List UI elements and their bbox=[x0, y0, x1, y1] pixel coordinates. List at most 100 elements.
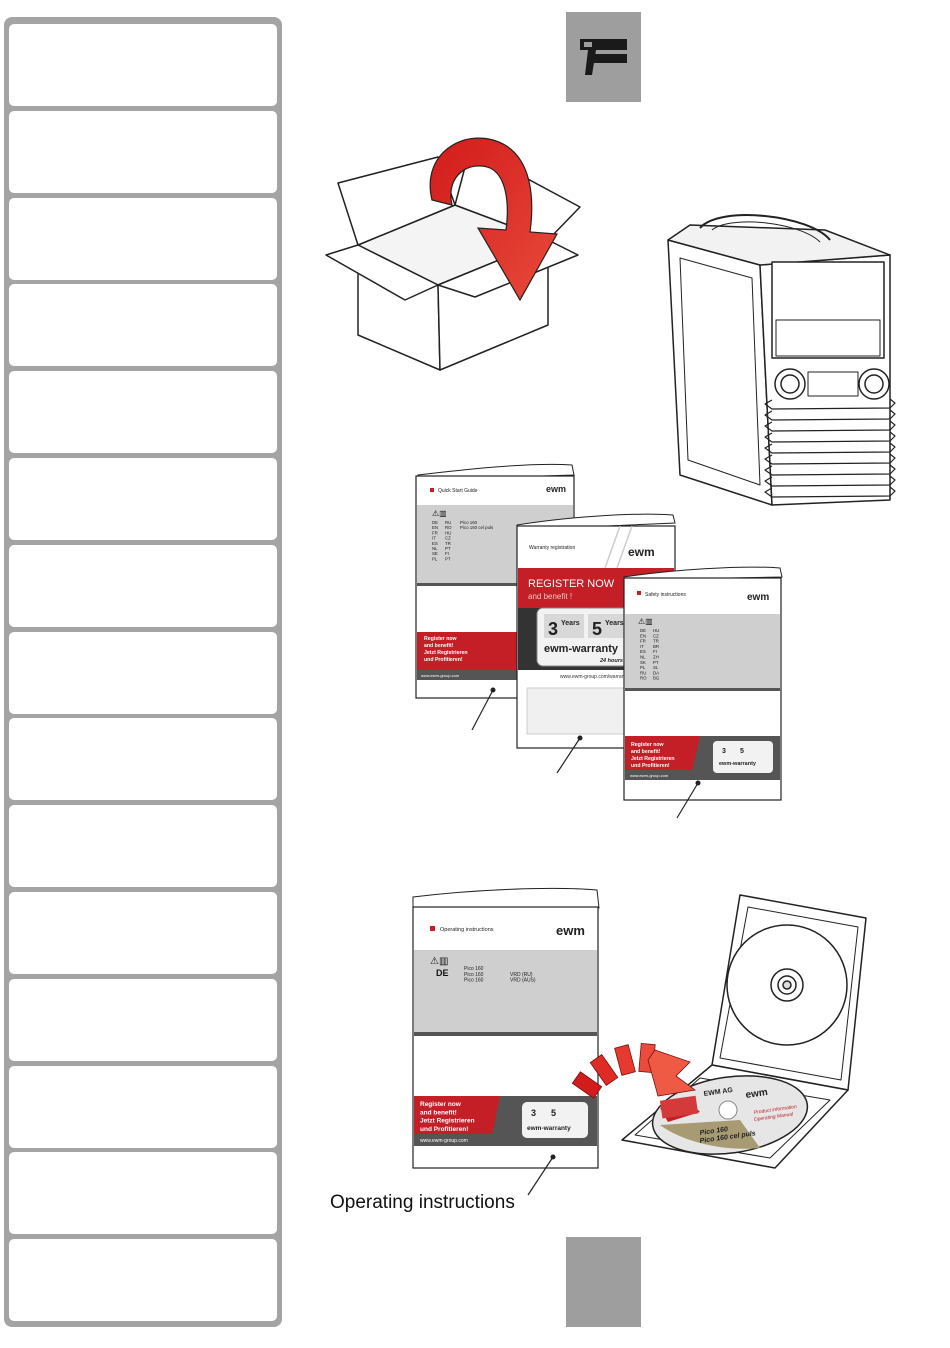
machine-vent-fin bbox=[764, 409, 896, 421]
cd-product-1: Pico 160 bbox=[699, 1126, 728, 1137]
language-tab-7[interactable] bbox=[9, 544, 277, 627]
product-variant: VRD (AUS) bbox=[510, 978, 536, 984]
operating-url: www.ewm-group.com bbox=[420, 1138, 468, 1144]
language-code: PT bbox=[445, 556, 451, 561]
product-name: Pico 160 bbox=[464, 966, 484, 972]
register-banner-line: Register now bbox=[631, 742, 665, 748]
svg-text:3: 3 bbox=[722, 748, 726, 755]
register-banner-line: and benefit! bbox=[424, 643, 454, 649]
language-code: PL bbox=[432, 556, 438, 561]
svg-text:⚠▥: ⚠▥ bbox=[638, 617, 653, 626]
language-tab-9[interactable] bbox=[9, 718, 277, 801]
cd-disc-icon: EWM AG ewm Product information Operating… bbox=[651, 1075, 809, 1155]
unpack-arrow-icon bbox=[429, 137, 558, 302]
language-tab-13[interactable] bbox=[9, 1065, 277, 1148]
register-banner-line: Register now bbox=[420, 1101, 462, 1108]
register-banner-line: Jetzt Registrieren bbox=[424, 650, 468, 656]
language-code: SK bbox=[640, 660, 646, 665]
language-tab-15[interactable] bbox=[9, 1239, 277, 1322]
language-code: FR bbox=[432, 530, 438, 535]
ewm-logo-operating: ewm bbox=[556, 923, 585, 938]
language-code: ES bbox=[432, 541, 438, 546]
machine-vent-fin bbox=[764, 431, 896, 443]
register-banner-line: und Profitieren! bbox=[631, 763, 670, 769]
svg-text:ewm-warranty: ewm-warranty bbox=[527, 1125, 571, 1132]
svg-text:5: 5 bbox=[551, 1108, 556, 1118]
machine-vent-fin bbox=[764, 486, 896, 498]
language-tab-8[interactable] bbox=[9, 631, 277, 714]
svg-text:⚠▥: ⚠▥ bbox=[430, 956, 448, 967]
chapter-tab-top bbox=[566, 12, 641, 102]
machine-vent-fin bbox=[764, 475, 896, 487]
welding-torch-icon bbox=[580, 39, 627, 75]
cd-logo: ewm bbox=[745, 1087, 769, 1101]
operating-booklet-title: Operating instructions bbox=[440, 927, 494, 933]
machine-vent-fin bbox=[764, 453, 896, 465]
language-tab-14[interactable] bbox=[9, 1152, 277, 1235]
product-name: Pico 160 bbox=[460, 520, 478, 525]
cd-label-manual: Operating Manual bbox=[753, 1111, 794, 1123]
language-code: ZH bbox=[653, 655, 659, 660]
warranty-url: www.ewm-group.com/warranty bbox=[560, 674, 629, 680]
machine-vent-fin bbox=[764, 442, 896, 454]
language-code: NL bbox=[432, 546, 438, 551]
product-name: Pico 160 cel puls bbox=[460, 525, 494, 530]
language-tab-12[interactable] bbox=[9, 978, 277, 1061]
cd-label-top: EWM AG bbox=[703, 1087, 734, 1098]
warranty-brand: ewm-warranty bbox=[544, 643, 619, 655]
warranty-years-5: 5 bbox=[592, 619, 602, 639]
chapter-tab-bottom bbox=[566, 1237, 641, 1327]
operating-instructions-caption: Operating instructions bbox=[330, 1192, 515, 1213]
warranty-hours: 24 hours / 7 days bbox=[599, 658, 645, 664]
svg-text:3: 3 bbox=[531, 1108, 536, 1118]
language-code: HU bbox=[653, 628, 659, 633]
register-banner-line: Jetzt Registrieren bbox=[631, 756, 675, 762]
language-tab-10[interactable] bbox=[9, 805, 277, 888]
register-banner-line: and benefit! bbox=[420, 1109, 457, 1116]
operating-instructions-booklet: Operating instructions ewm ⚠▥ DE Pico 16… bbox=[412, 887, 600, 1196]
language-code: BG bbox=[653, 676, 660, 681]
warranty-subline: and benefit ! bbox=[528, 592, 572, 601]
register-banner-line: and benefit! bbox=[631, 749, 661, 755]
warranty-years-3: 3 bbox=[548, 619, 558, 639]
language-code: RO bbox=[640, 676, 647, 681]
language-code: RO bbox=[445, 525, 452, 530]
safety-instructions-booklet: Safety instructions ewm ⚠▥ DEENFRITESNLS… bbox=[623, 566, 783, 819]
language-code: BR bbox=[653, 644, 659, 649]
language-code: NL bbox=[640, 655, 646, 660]
language-code: TR bbox=[445, 541, 451, 546]
register-banner-line: und Profitieren! bbox=[420, 1126, 468, 1133]
language-code: CZ bbox=[445, 536, 451, 541]
ewm-logo: ewm bbox=[546, 484, 566, 494]
warranty-title: Warranty registration bbox=[529, 545, 575, 551]
language-sidebar bbox=[4, 17, 282, 1327]
language-tab-4[interactable] bbox=[9, 284, 277, 367]
safety-title: Safety instructions bbox=[645, 592, 686, 598]
language-code: IT bbox=[432, 536, 436, 541]
machine-vent-fin bbox=[764, 398, 896, 410]
register-banner-line: Jetzt Registrieren bbox=[420, 1118, 475, 1125]
product-variant: VRD (RU) bbox=[510, 972, 533, 978]
language-tab-3[interactable] bbox=[9, 197, 277, 280]
language-code: FR bbox=[640, 639, 646, 644]
language-code: IT bbox=[640, 644, 644, 649]
language-code: FI bbox=[445, 551, 449, 556]
warranty-headline: REGISTER NOW bbox=[528, 578, 615, 590]
language-code: SL bbox=[653, 665, 659, 670]
language-code: RU bbox=[640, 670, 646, 675]
segmented-arrow-icon bbox=[571, 1043, 697, 1099]
language-code: TR bbox=[653, 639, 659, 644]
language-code: FI bbox=[653, 649, 657, 654]
ewm-logo-safety: ewm bbox=[747, 592, 769, 603]
language-code: CZ bbox=[653, 633, 659, 638]
language-tab-1[interactable] bbox=[9, 24, 277, 106]
language-code: HU bbox=[445, 530, 451, 535]
language-tab-5[interactable] bbox=[9, 371, 277, 454]
register-banner-line: Register now bbox=[424, 636, 458, 642]
language-tab-6[interactable] bbox=[9, 458, 277, 540]
register-banner-line: und Profitieren! bbox=[424, 657, 463, 663]
welding-machine-icon bbox=[667, 214, 896, 506]
language-tab-11[interactable] bbox=[9, 892, 277, 974]
language-tab-2[interactable] bbox=[9, 110, 277, 193]
